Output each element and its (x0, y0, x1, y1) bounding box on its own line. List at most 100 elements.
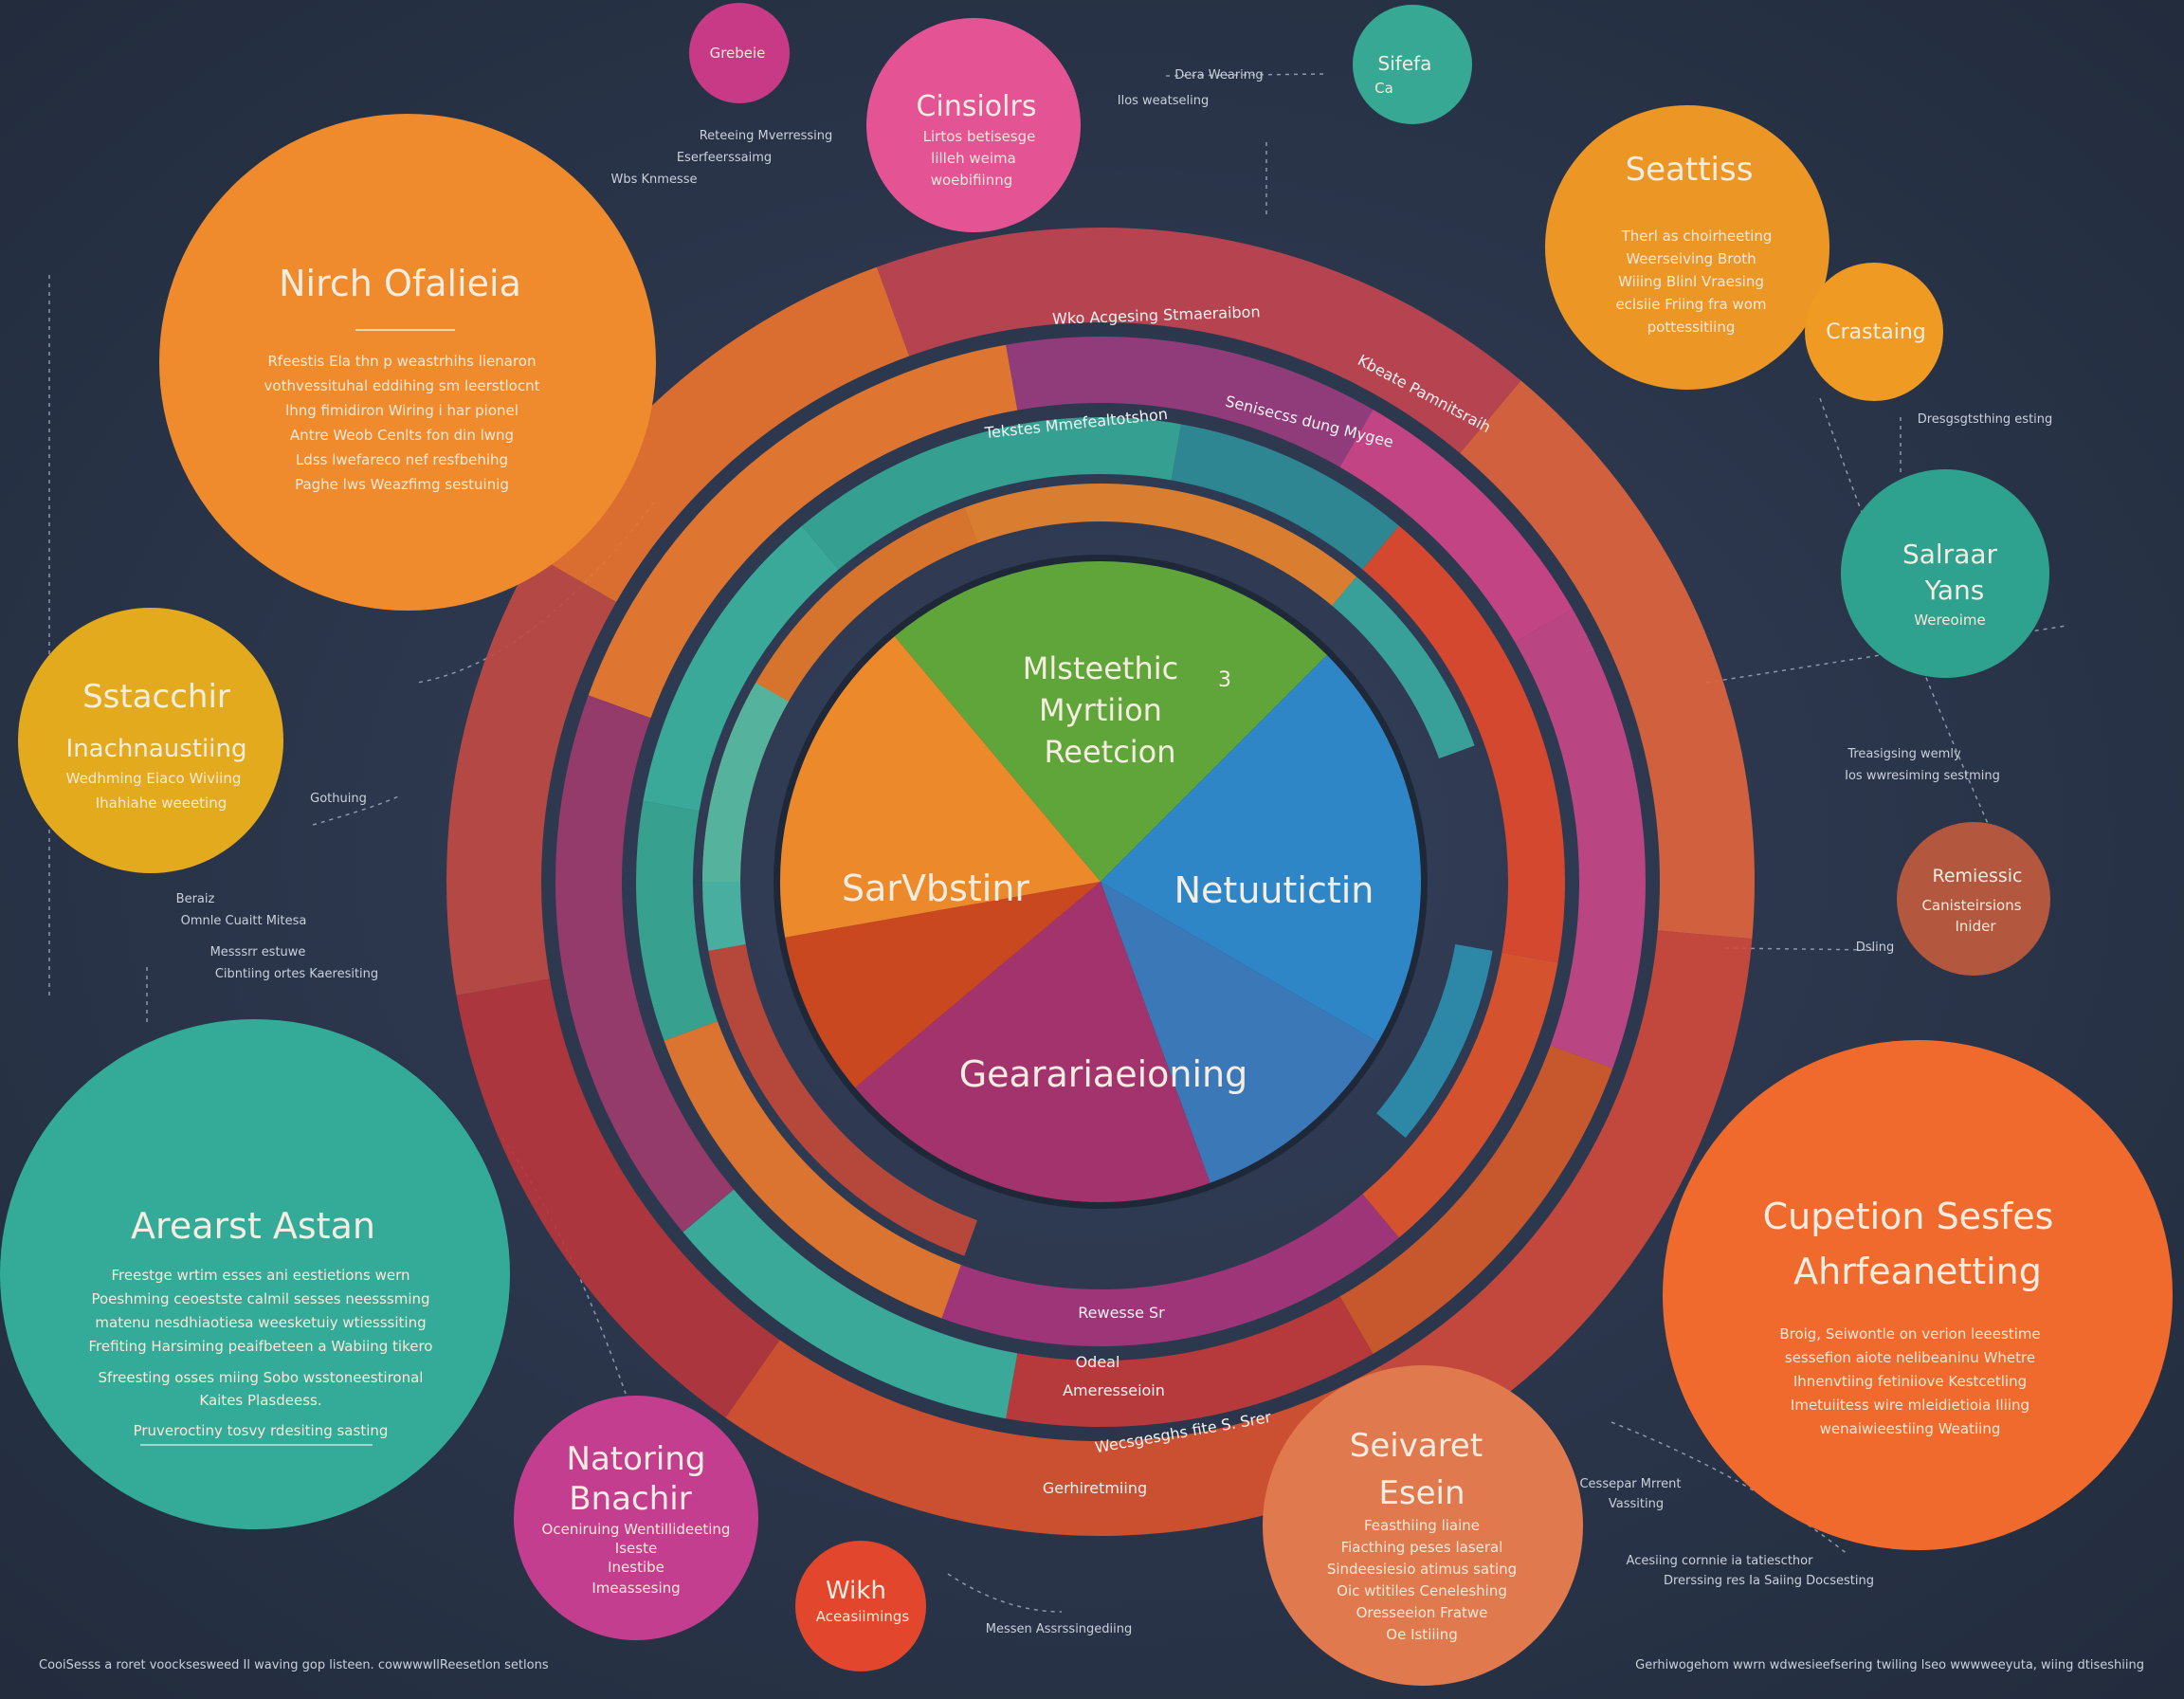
ring-segment (682, 1189, 1018, 1419)
annotation: Cibntiing ortes Kaeresiting (215, 967, 378, 981)
ring-segment (708, 943, 978, 1256)
circle-text: Ihnenvtiing fetiniiove Kestcetling (1793, 1373, 2027, 1390)
ring-segment (1339, 410, 1573, 643)
ring-segment (1332, 576, 1475, 759)
ring-segment (1362, 952, 1558, 1238)
circle-text: Canisteirsions (1921, 897, 2021, 914)
pie-slice (780, 636, 1101, 938)
circle-text: Lirtos betisesge (923, 128, 1036, 145)
circle-text: Oic wtitiles Ceneleshing (1337, 1582, 1507, 1599)
center-title-line: Myrtiion (1039, 692, 1162, 728)
pie-label-left: SarVbstinr (842, 868, 1029, 909)
ring-label: Ameresseioin (1063, 1381, 1165, 1399)
circle-text: Paghe lws Weazfimg sestuinig (295, 476, 509, 493)
circle-title: Salraar (1902, 539, 1998, 570)
ring-segment (588, 344, 1018, 719)
circle-title: Wikh (826, 1577, 886, 1605)
ring-segment (446, 555, 617, 996)
circle-title: Nirch Ofalieia (279, 263, 521, 304)
ring-segment (725, 1340, 1428, 1537)
ring-segment (1515, 609, 1646, 1069)
ring-segment (1171, 424, 1399, 570)
circle-text: Frefiting Harsiming peaifbeteen a Wabiin… (89, 1338, 433, 1355)
pie-label-bottom: Gearariaeioning (959, 1053, 1248, 1095)
ring-segment (1006, 1296, 1374, 1427)
ring-segment (1362, 525, 1565, 963)
pie-slice (855, 882, 1210, 1202)
circle-text: Wiiing Blinl Vraesing (1618, 273, 1764, 290)
footer-right: Gerhiwogehom wwrn wdwesieefsering twilin… (1635, 1658, 2144, 1672)
circle-text: Feasthiing liaine (1364, 1517, 1480, 1534)
circle-text: Fiacthing peses laseral (1341, 1539, 1503, 1556)
circle-text: Ldss lwefareco nef resfbehihg (296, 451, 508, 468)
annotation: Wbs Knmesse (611, 173, 698, 187)
annotation: Cessepar Mrrent (1579, 1477, 1681, 1491)
circle-text: Imeassesing (592, 1580, 680, 1597)
circle-title: Cinsiolrs (917, 90, 1037, 123)
circle-text: vothvessituhal eddihing sm leerstlocnt (264, 377, 540, 394)
annotation: Ilos weatseling (1118, 94, 1209, 108)
ring-label: Odeal (1076, 1353, 1120, 1371)
circle-text: Rfeestis Ela thn p weastrhihs lienaron (267, 353, 536, 370)
circle-sstacchir: Sstacchir Inachnaustiing Wedhming Eiaco … (18, 608, 283, 873)
center-title-line: Mlsteethic (1023, 650, 1178, 686)
center-pie (774, 555, 1428, 1209)
annotation: Vassiting (1609, 1497, 1664, 1511)
ring-segment (664, 1021, 961, 1319)
circle-nirch: Nirch Ofalieia Rfeestis Ela thn p weastr… (159, 114, 656, 611)
annotation: Treasigsing wemly (1847, 747, 1961, 761)
circle-text: Oresseeion Fratwe (1356, 1604, 1488, 1621)
center-title-line: Reetcion (1044, 734, 1175, 770)
circle-text: Broig, Seiwontle on verion leeestime (1779, 1325, 2040, 1343)
ring-segment (701, 683, 789, 951)
circle-title: Crastaing (1826, 320, 1925, 344)
circle-seattiss: Seattiss Therl as choirheeting Weerseivi… (1545, 105, 1829, 390)
annotation: Reteeing Mverressing (700, 129, 833, 143)
circle-text: sessefion aiote nelibeaninu Whetre (1785, 1349, 2035, 1366)
circle-grebeie: Grebeie (689, 3, 790, 103)
pie-slice (894, 561, 1328, 882)
circle-sifefa: Sifefa Ca (1353, 5, 1472, 124)
circle-text: eclsiie Friing fra wom (1615, 296, 1766, 313)
circle-footer: Pruveroctiny tosvy rdesiting sasting (134, 1422, 389, 1439)
circle-text: Freestge wrtim esses ani eestietions wer… (112, 1267, 410, 1284)
footer-left: CooiSesss a roret voocksesweed Il waving… (39, 1658, 549, 1672)
circle-text: lhng fimidiron Wiring i har pionel (285, 402, 519, 419)
circle-text: Aceasiimings (816, 1608, 910, 1625)
ring-label: Gerhiretmiing (1043, 1479, 1147, 1497)
ring-segment (456, 978, 780, 1418)
circle-subtitle: Yans (1924, 575, 1985, 606)
circle-salraar: Salraar Yans Wereoime (1841, 469, 2049, 678)
circle-text: Oceniruing Wentillideeting (542, 1521, 731, 1538)
circle-text: pottessitiing (1647, 319, 1736, 336)
center-badge: 3 (1218, 668, 1231, 692)
ring-label: Rewesse Sr (1078, 1304, 1165, 1322)
concentric-rings (446, 228, 1755, 1537)
ring-segment (877, 228, 1521, 454)
circle-text: Sfreesting osses miing Sobo wsstoneestir… (99, 1369, 424, 1386)
ring-segment (534, 266, 910, 602)
circle-subtitle: Esein (1378, 1474, 1465, 1512)
ring-segment (1460, 380, 1755, 940)
circle-title: Sstacchir (82, 678, 230, 716)
circle-subtitle: Bnachir (569, 1480, 691, 1518)
annotation: Beraiz (176, 892, 215, 906)
circle-seivaret: Seivaret Esein Feasthiing liaine Fiacthi… (1263, 1365, 1583, 1686)
circle-text: Oe Istiiing (1386, 1626, 1457, 1643)
circle-wikh: Wikh Aceasiimings (795, 1541, 926, 1672)
ring-segment (941, 1194, 1399, 1346)
circle-text: Iseste (615, 1540, 657, 1557)
annotation: Acesiing cornnie ia tatiescthor (1627, 1554, 1814, 1568)
annotation: Dera Wearimg (1174, 68, 1263, 82)
circle-crastaing: Crastaing (1805, 263, 1943, 401)
pie-slice (1101, 654, 1421, 1042)
center-labels: Mlsteethic Myrtiion Reetcion 3 SarVbstin… (842, 650, 1374, 1095)
circle-natoring: Natoring Bnachir Oceniruing Wentillideet… (514, 1396, 758, 1640)
circle-text: Sindeesiesio atimus sating (1327, 1561, 1517, 1578)
pie-slice (1101, 882, 1378, 1183)
circle-title: Arearst Astan (131, 1205, 375, 1247)
annotation: Omnle Cuaitt Mitesa (181, 914, 307, 928)
circle-cinsiolrs: Cinsiolrs Lirtos betisesge lilleh weima … (866, 18, 1081, 232)
circle-text: wenaiwieestiing Weatiing (1820, 1420, 2001, 1437)
